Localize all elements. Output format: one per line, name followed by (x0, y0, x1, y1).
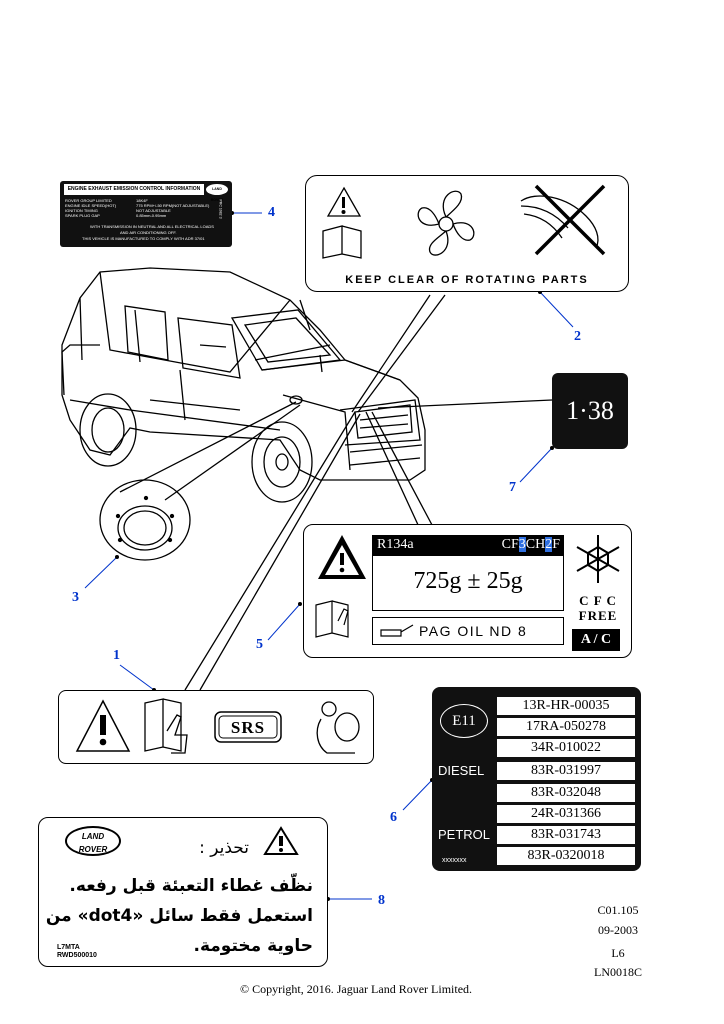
e-mark: E11 (440, 704, 488, 738)
emission-row-value: NOT ADJUSTABLE (136, 208, 171, 213)
approval-code: 83R-031743 (497, 826, 635, 844)
emission-label-title: ENGINE EXHAUST EMISSION CONTROL INFORMAT… (64, 184, 204, 195)
approval-code: 83R-032048 (497, 784, 635, 802)
srs-badge-frame (214, 711, 282, 743)
approval-code: 17RA-050278 (497, 718, 635, 736)
land-rover-logo: LAND ROVER (206, 184, 228, 202)
snowflake-icon (576, 535, 620, 583)
emission-control-label: ENGINE EXHAUST EMISSION CONTROL INFORMAT… (60, 181, 232, 247)
emission-footer-line: AND AIR CONDITIONING OFF. (120, 230, 177, 235)
ac-label-pictograms (315, 535, 620, 638)
callout-4: 4 (268, 205, 275, 220)
callout-6: 6 (390, 810, 397, 825)
refrigerant-weight: 725g ± 25g (413, 568, 523, 594)
arabic-warning-line: نظّف غطاء التعبئة قبل رفعه. (69, 876, 313, 896)
airbag-person-icon (316, 701, 360, 754)
refrigerant-formula: CF3CH2F (501, 537, 560, 552)
brake-fluid-warning-label: LAND ROVER تحذير : نظّف غطاء التعبئة قبل… (38, 817, 328, 967)
emission-row-key: ENGINE IDLE SPEED(HOT) (65, 203, 117, 208)
refrigerant-weight-box: 725g ± 25g (372, 555, 564, 611)
callout-8: 8 (378, 893, 385, 908)
fan-icon (417, 190, 475, 256)
emission-side-code: PRC 1082 3 (218, 199, 223, 219)
ratio-label: 1·38 (552, 373, 628, 449)
approval-code: 34R-010022 (497, 739, 635, 757)
diagram-ref: C01.105 (597, 903, 639, 917)
diagram-date: 09-2003 (598, 923, 638, 937)
approval-code: 13R-HR-00035 (497, 697, 635, 715)
refrigerant-bar: R134a CF3CH2F (372, 535, 564, 555)
diagram-l6: L6 (611, 946, 625, 960)
rotating-parts-label: KEEP CLEAR OF ROTATING PARTS (305, 175, 629, 292)
arabic-warning-title: تحذير : (199, 838, 249, 858)
arabic-warning-line: حاوية مختومة. (193, 936, 313, 956)
label-serial: xxxxxxx (442, 857, 467, 864)
manual-book-icon (322, 225, 362, 259)
srs-text: SRS (230, 718, 266, 737)
label-code: RWD500010 (57, 952, 97, 959)
approval-code: 24R-031366 (497, 805, 635, 823)
manual-with-hand-icon (315, 600, 349, 638)
petrol-label: PETROL (438, 827, 491, 842)
emission-row-value: 0.85mm-0.95mm (136, 213, 167, 218)
air-conditioning-label: R134a CF3CH2F 725g ± 25g PAG OIL ND 8 C … (303, 524, 632, 658)
warning-triangle-icon (75, 699, 131, 752)
airbag-pictograms (75, 698, 360, 754)
callout-2: 2 (574, 329, 581, 344)
type-approval-label: E11 13R-HR-00035 17RA-050278 34R-010022 … (432, 687, 641, 871)
oil-can-icon (380, 624, 414, 637)
callout-5: 5 (256, 637, 263, 652)
label-code: L7MTA (57, 944, 80, 951)
callout-1: 1 (113, 648, 120, 663)
land-rover-logo: LAND ROVER (65, 826, 121, 856)
refrigerant-type: R134a (377, 537, 414, 552)
rotating-parts-pictograms (322, 184, 606, 259)
prohibited-cross-icon (534, 184, 606, 256)
rotating-parts-text: KEEP CLEAR OF ROTATING PARTS (345, 274, 589, 286)
ratio-value: 1·38 (566, 396, 614, 425)
oil-spec-text: PAG OIL ND 8 (419, 623, 528, 639)
emission-footer-line: WITH TRANSMISSION IN NEUTRAL AND ALL ELE… (90, 224, 214, 229)
emission-footer-line: THIS VEHICLE IS MANUFACTURED TO COMPLY W… (82, 236, 205, 241)
emission-row-key: ROVER GROUP LIMITED (65, 198, 112, 203)
warning-triangle-icon (326, 186, 362, 217)
callout-3: 3 (72, 590, 79, 605)
arabic-warning-line: استعمل فقط سائل «dot4» من (45, 906, 313, 926)
airbag-warning-label: SRS (58, 690, 374, 764)
approval-code: 83R-0320018 (497, 847, 635, 865)
warning-triangle-icon (263, 826, 299, 855)
diagram-ln: LN0018C (594, 965, 642, 979)
emission-row-key: IGNITION TIMING (65, 208, 98, 213)
fuel-cap-illustration (99, 479, 191, 561)
ac-badge: A / C (572, 629, 620, 651)
emission-row-value: 18K4F (136, 198, 148, 203)
oil-spec-box: PAG OIL ND 8 (372, 617, 564, 645)
copyright-text: © Copyright, 2016. Jaguar Land Rover Lim… (239, 982, 473, 996)
manual-with-hand-icon (144, 698, 188, 754)
cfc-free-text: C F C FREE (578, 593, 618, 623)
callout-7: 7 (509, 480, 516, 495)
emission-row-key: SPARK PLUG GAP (65, 213, 100, 218)
approval-code: 83R-031997 (497, 762, 635, 780)
diesel-label: DIESEL (438, 763, 485, 778)
emission-row-value: 775 RPM+/-50 RPM(NOT ADJUSTABLE) (136, 203, 210, 208)
